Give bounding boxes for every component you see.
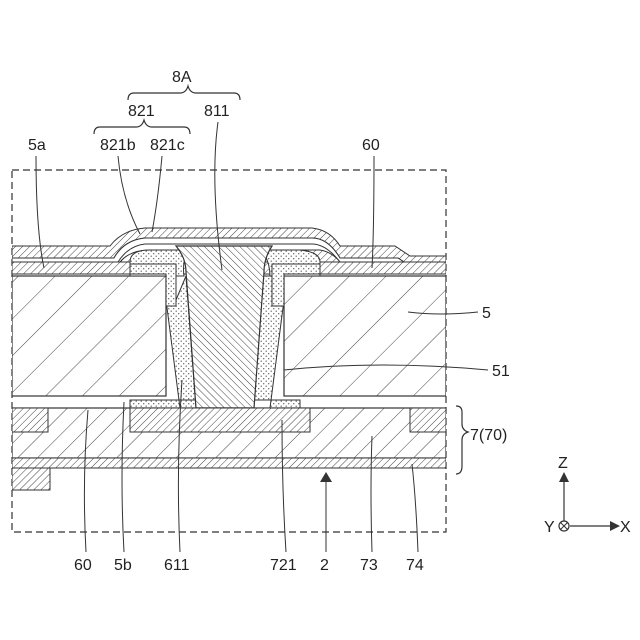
axis-y-label: Y [544, 519, 555, 536]
label-721: 721 [270, 557, 297, 574]
brace-821 [94, 120, 190, 134]
brace-7 [456, 406, 468, 474]
pad-721 [130, 408, 310, 432]
label-5: 5 [482, 305, 491, 322]
label-821: 821 [128, 103, 155, 120]
label-7-70: 7(70) [470, 427, 507, 444]
leader-74 [412, 464, 418, 552]
label-5a: 5a [28, 137, 46, 154]
label-74: 74 [406, 557, 424, 574]
leader-821b [118, 156, 140, 234]
arrow-2 [320, 472, 332, 482]
axes-indicator [559, 472, 620, 531]
label-60-top: 60 [362, 137, 380, 154]
label-5b: 5b [114, 557, 132, 574]
brace-8a [128, 86, 240, 100]
label-60-bottom: 60 [74, 557, 92, 574]
axis-z-label: Z [558, 455, 568, 472]
pad-left [12, 408, 48, 432]
substrate-5-left [12, 276, 166, 396]
label-611: 611 [164, 557, 190, 574]
label-51: 51 [492, 363, 510, 380]
layer-74 [12, 458, 446, 468]
leader-73 [371, 436, 372, 552]
label-73: 73 [360, 557, 378, 574]
bottom-pad [12, 468, 50, 490]
leader-821c [152, 156, 162, 232]
pad-right [410, 408, 446, 432]
label-2: 2 [320, 557, 329, 574]
substrate-5-right [284, 276, 446, 396]
label-8a: 8A [172, 69, 192, 86]
axis-x-label: X [620, 519, 631, 536]
label-821b: 821b [100, 137, 136, 154]
label-811: 811 [204, 103, 230, 120]
label-821c: 821c [150, 137, 185, 154]
